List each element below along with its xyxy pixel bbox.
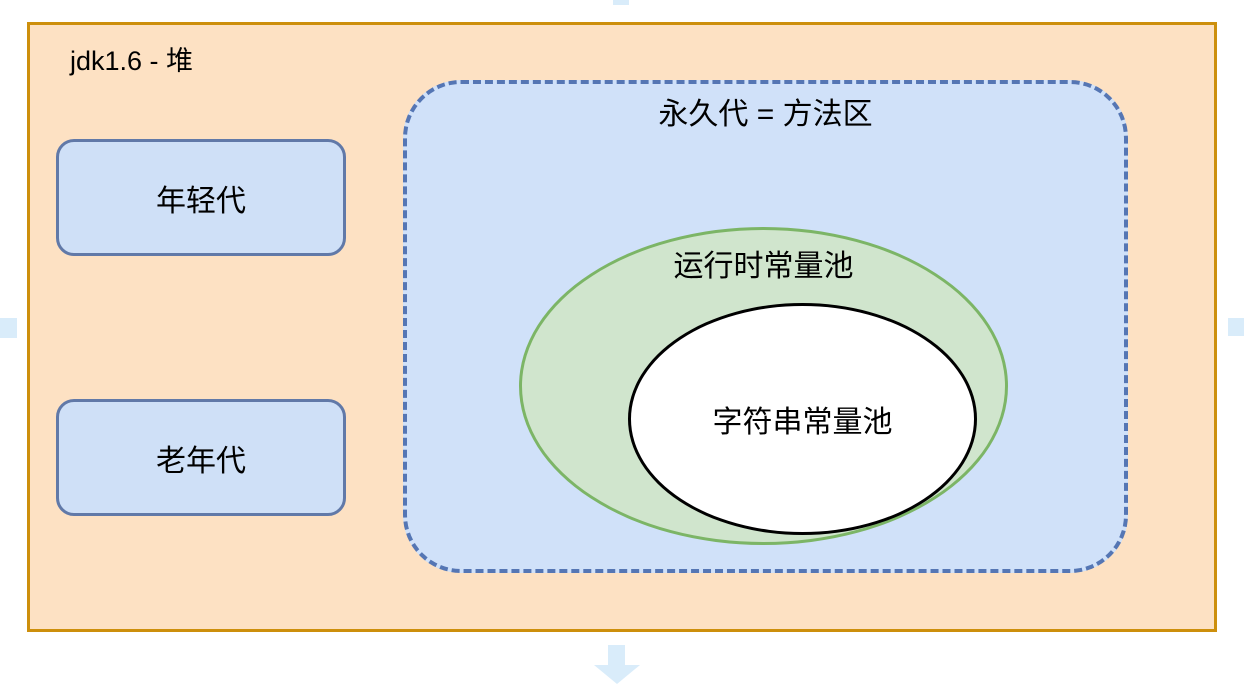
- direction-arrow-down-icon[interactable]: [608, 645, 625, 667]
- direction-arrow-up-icon[interactable]: [613, 0, 629, 5]
- permanent-generation-box[interactable]: 永久代 = 方法区 运行时常量池 字符串常量池: [403, 80, 1128, 573]
- direction-arrow-left-icon[interactable]: [0, 318, 17, 338]
- young-generation-label: 年轻代: [156, 184, 246, 218]
- young-generation-box[interactable]: 年轻代: [56, 139, 346, 256]
- string-constant-pool-ellipse[interactable]: 字符串常量池: [628, 303, 977, 535]
- runtime-constant-pool-ellipse[interactable]: 运行时常量池 字符串常量池: [519, 227, 1008, 545]
- permanent-generation-label: 永久代 = 方法区: [658, 98, 873, 131]
- heap-title: jdk1.6 - 堆: [70, 46, 194, 76]
- old-generation-box[interactable]: 老年代: [56, 399, 346, 516]
- heap-container[interactable]: jdk1.6 - 堆 年轻代 老年代 永久代 = 方法区 运行时常量池 字符串常…: [27, 22, 1217, 632]
- direction-arrow-right-icon[interactable]: [1228, 318, 1244, 336]
- old-generation-label: 老年代: [156, 444, 246, 478]
- string-constant-pool-label: 字符串常量池: [712, 406, 893, 439]
- runtime-constant-pool-label: 运行时常量池: [673, 250, 854, 283]
- direction-arrow-down-icon[interactable]: [594, 665, 640, 684]
